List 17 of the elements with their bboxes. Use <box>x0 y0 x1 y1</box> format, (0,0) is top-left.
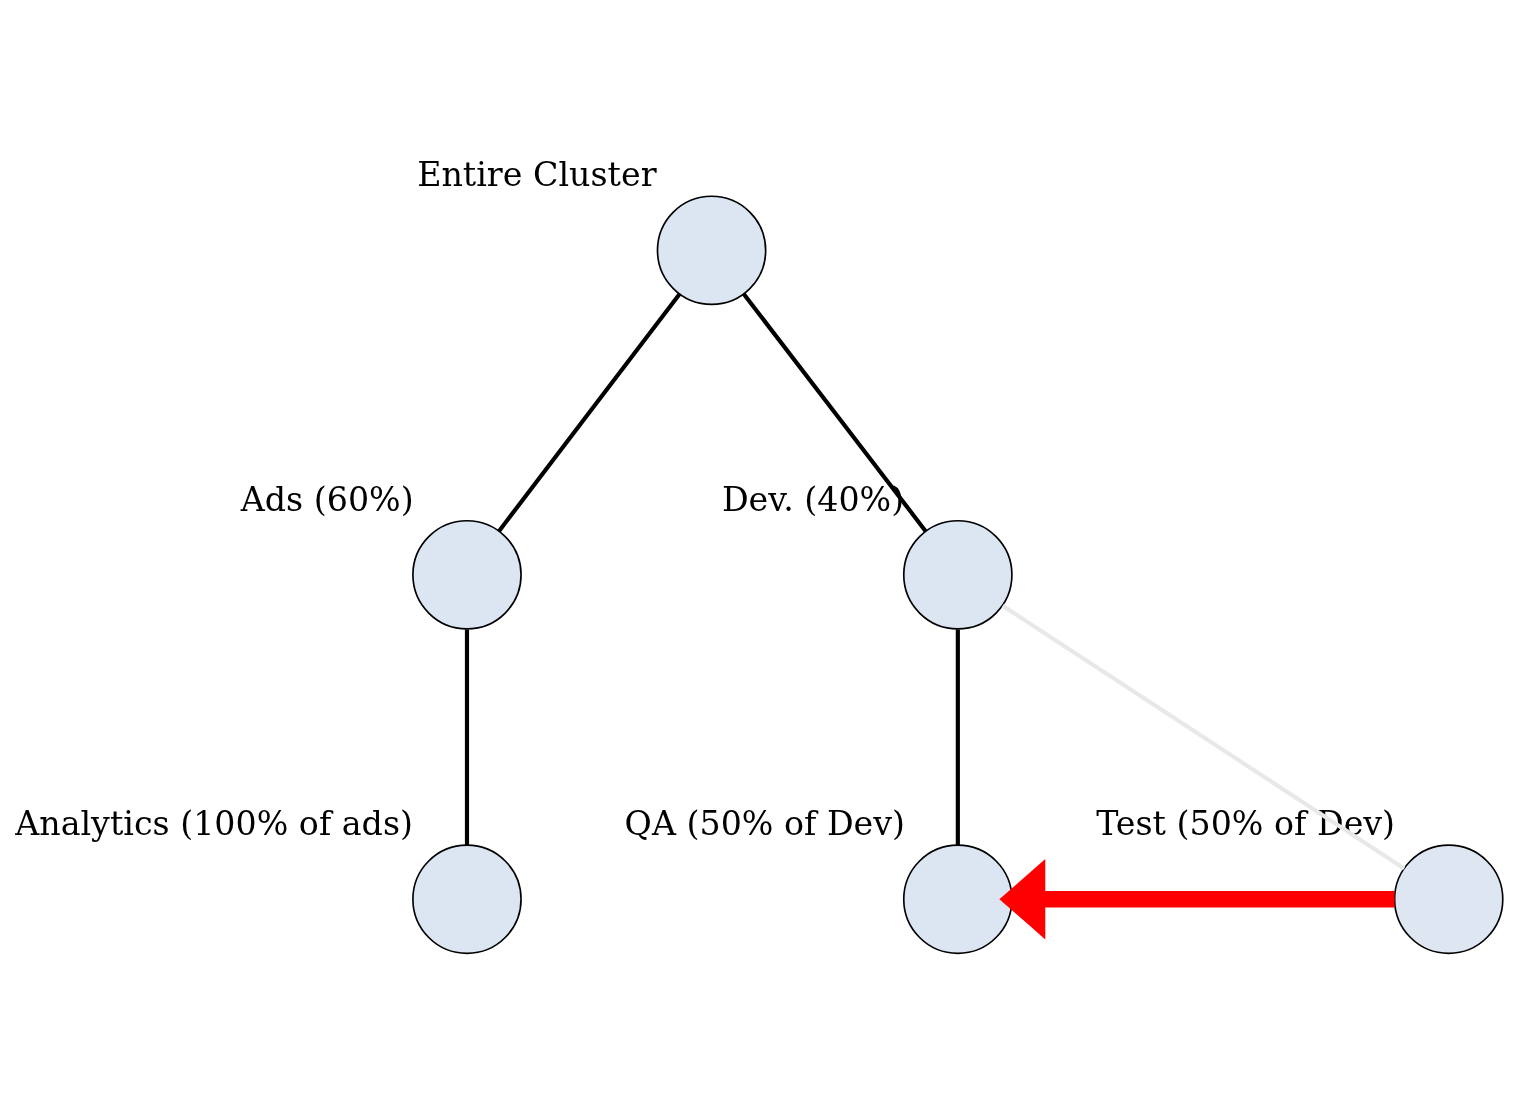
node-label: QA (50% of Dev) <box>624 804 906 844</box>
arrow <box>999 859 1395 940</box>
node-label: Ads (60%) <box>240 479 414 519</box>
node-circle <box>412 519 522 630</box>
connector <box>1001 604 1406 871</box>
node-circle <box>1393 844 1504 955</box>
node-circle <box>412 844 522 955</box>
connector <box>497 292 682 533</box>
node-circle <box>656 195 767 306</box>
node-label: Dev. (40%) <box>721 479 905 519</box>
node-label: Entire Cluster <box>417 155 657 195</box>
node-label: Analytics (100% of ads) <box>15 804 413 844</box>
connector <box>955 629 960 845</box>
connector <box>464 629 470 845</box>
node-circle <box>902 844 1013 955</box>
connector <box>742 292 928 533</box>
node-circle <box>902 519 1013 630</box>
